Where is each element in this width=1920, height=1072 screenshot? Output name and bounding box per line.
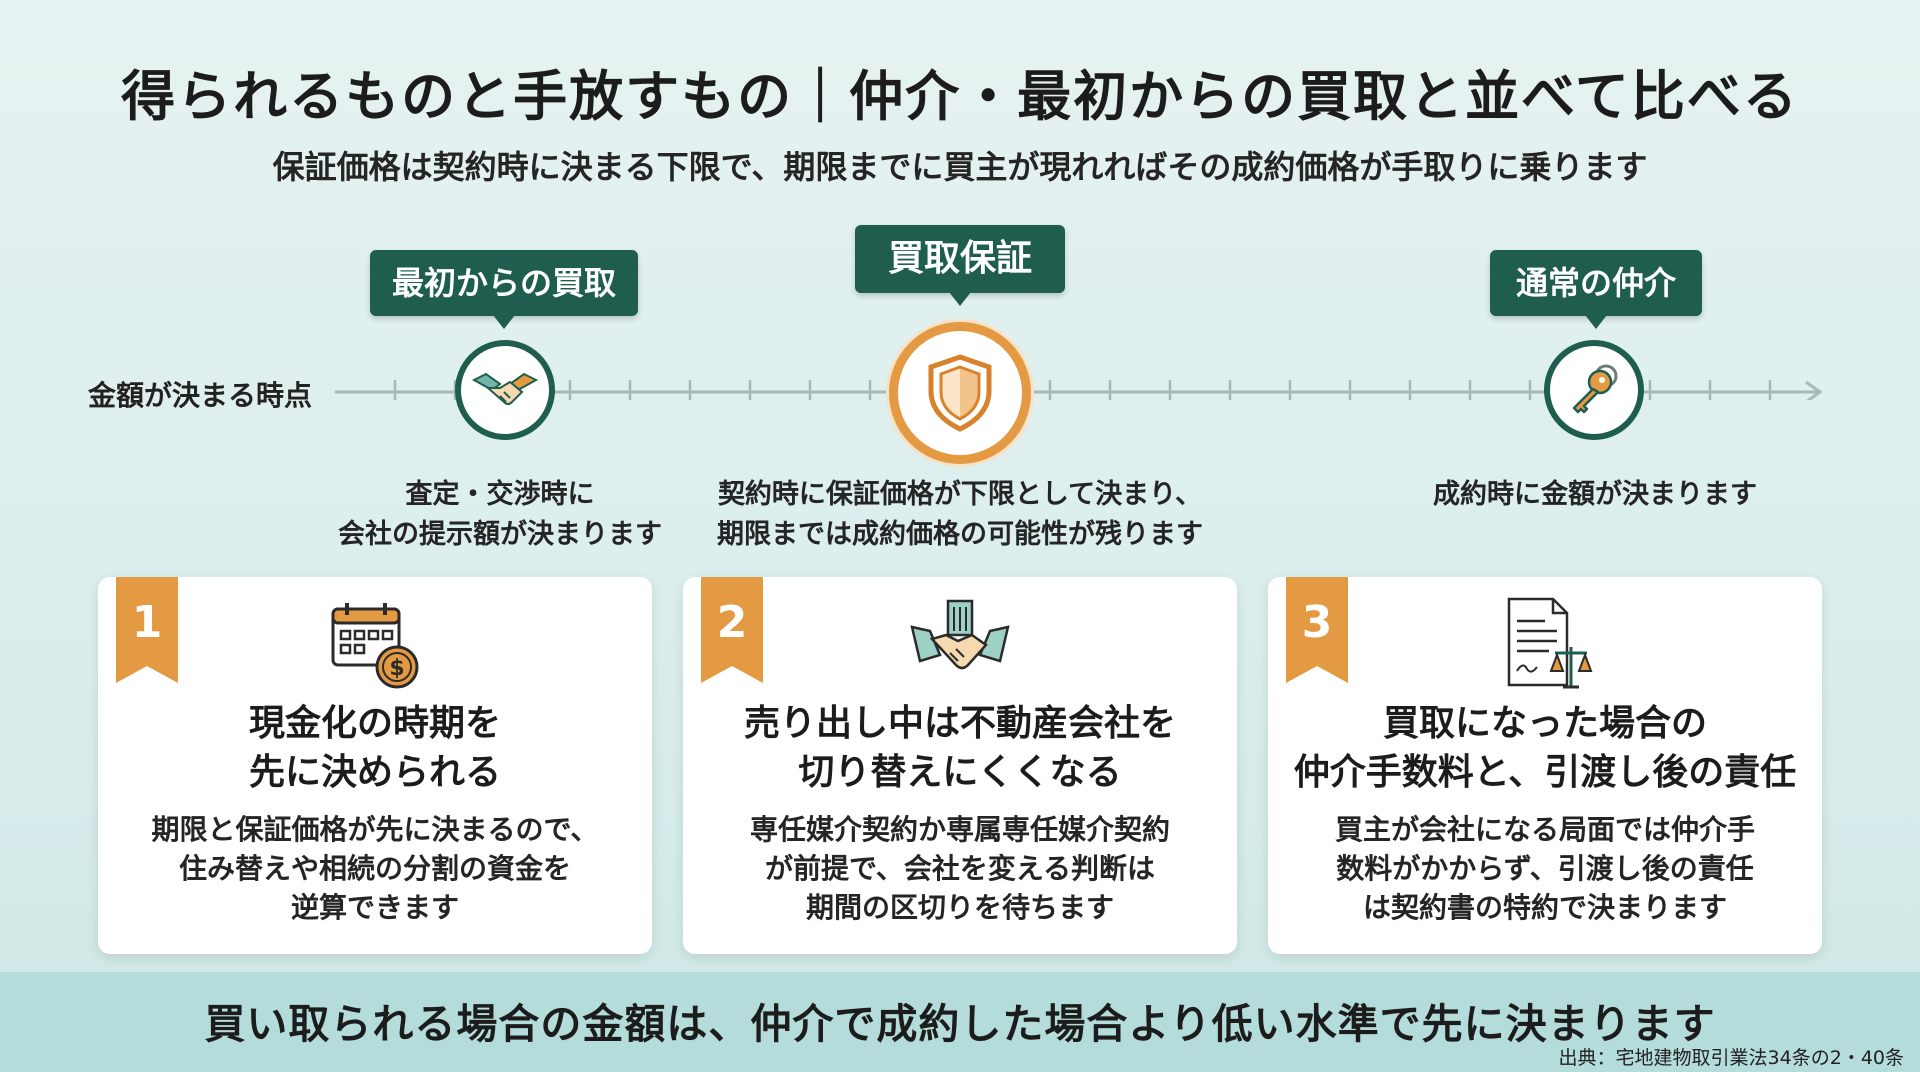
key-marker (1544, 340, 1644, 440)
svg-text:$: $ (389, 656, 404, 681)
bottom-summary: 買い取られる場合の金額は、仲介で成約した場合より低い水準で先に決まります (204, 1000, 1716, 1048)
badge-standard-brokerage: 通常の仲介 (1490, 250, 1702, 329)
card-title-line: 切り替えにくくなる (798, 752, 1122, 793)
shield-icon (928, 354, 992, 432)
card-title: 売り出し中は不動産会社を 切り替えにくくなる (683, 699, 1237, 797)
desc-line: 成約時に金額が決まります (1433, 479, 1757, 510)
benefit-card-3: 3 買取になった場合の 仲介手数料と、引渡し後の責任 買主が会社になる局面では仲… (1268, 577, 1822, 954)
card-body: 買主が会社になる局面では仲介手 数料がかからず、引渡し後の責任 は契約書の特約で… (1268, 810, 1822, 927)
card-body-line: 数料がかからず、引渡し後の責任 (1336, 852, 1754, 885)
card-title-line: 仲介手数料と、引渡し後の責任 (1293, 752, 1797, 793)
card-body-line: は契約書の特約で決まります (1362, 891, 1727, 924)
card-number-ribbon: 2 (701, 577, 763, 683)
card-title: 買取になった場合の 仲介手数料と、引渡し後の責任 (1268, 699, 1822, 797)
card-body-line: 専任媒介契約か専属専任媒介契約 (749, 813, 1170, 846)
card-body-line: 期限と保証価格が先に決まるので、 (151, 813, 599, 846)
card-number-ribbon: 3 (1286, 577, 1348, 683)
card-body: 専任媒介契約か専属専任媒介契約 が前提で、会社を変える判断は 期間の区切りを待ち… (683, 810, 1237, 927)
desc-purchase-guarantee: 契約時に保証価格が下限として決まり、 期限までは成約価格の可能性が残ります (660, 475, 1260, 555)
shield-marker (889, 322, 1031, 464)
desc-direct-purchase: 査定・交渉時に 会社の提示額が決まります (300, 475, 700, 555)
card-body: 期限と保証価格が先に決まるので、 住み替えや相続の分割の資金を 逆算できます (98, 810, 652, 927)
benefit-card-2: 2 売り出し中は不動産会社を 切り替えにくくなる 専任媒介契約か専属専任媒介契約… (683, 577, 1237, 954)
card-title: 現金化の時期を 先に決められる (98, 699, 652, 797)
handshake-icon (471, 372, 539, 405)
card-body-line: 期間の区切りを待ちます (805, 891, 1114, 924)
desc-line: 会社の提示額が決まります (338, 519, 662, 550)
desc-standard-brokerage: 成約時に金額が決まります (1390, 475, 1800, 515)
card-title-line: 買取になった場合の (1382, 703, 1707, 744)
desc-line: 期限までは成約価格の可能性が残ります (717, 519, 1203, 550)
building-handshake-icon (910, 599, 1010, 670)
card-body-line: 買主が会社になる局面では仲介手 (1334, 813, 1755, 846)
card-body-line: 逆算できます (290, 891, 459, 924)
card-number-ribbon: 1 (116, 577, 178, 683)
source-note: 出典：宅地建物取引業法34条の2・40条 (1558, 1047, 1904, 1069)
card-body-line: が前提で、会社を変える判断は (764, 852, 1156, 885)
handshake-marker (455, 340, 555, 440)
badge-direct-purchase: 最初からの買取 (370, 250, 638, 329)
key-icon (1572, 364, 1618, 414)
benefit-card-1: 1 $ 現金化の時期を 先に決められる 期限と保証価格が先に決まるので、 住み替… (98, 577, 652, 954)
card-title-line: 先に決められる (248, 752, 501, 793)
card-body-line: 住み替えや相続の分割の資金を (178, 852, 571, 885)
card-title-line: 現金化の時期を (248, 703, 501, 744)
page-subtitle: 保証価格は契約時に決まる下限で、期限までに買主が現れればその成約価格が手取りに乗… (272, 148, 1648, 186)
desc-line: 査定・交渉時に (405, 479, 595, 510)
calendar-coin-icon: $ (331, 603, 419, 689)
page-title: 得られるものと手放すもの｜仲介・最初からの買取と並べて比べる (121, 65, 1799, 128)
badge-purchase-guarantee: 買取保証 (855, 225, 1065, 306)
desc-line: 契約時に保証価格が下限として決まり、 (717, 479, 1203, 510)
card-title-line: 売り出し中は不動産会社を (743, 703, 1176, 744)
bottom-band (0, 972, 1920, 1072)
document-scales-icon (1507, 597, 1593, 689)
timeline-axis-label: 金額が決まる時点 (88, 379, 313, 412)
